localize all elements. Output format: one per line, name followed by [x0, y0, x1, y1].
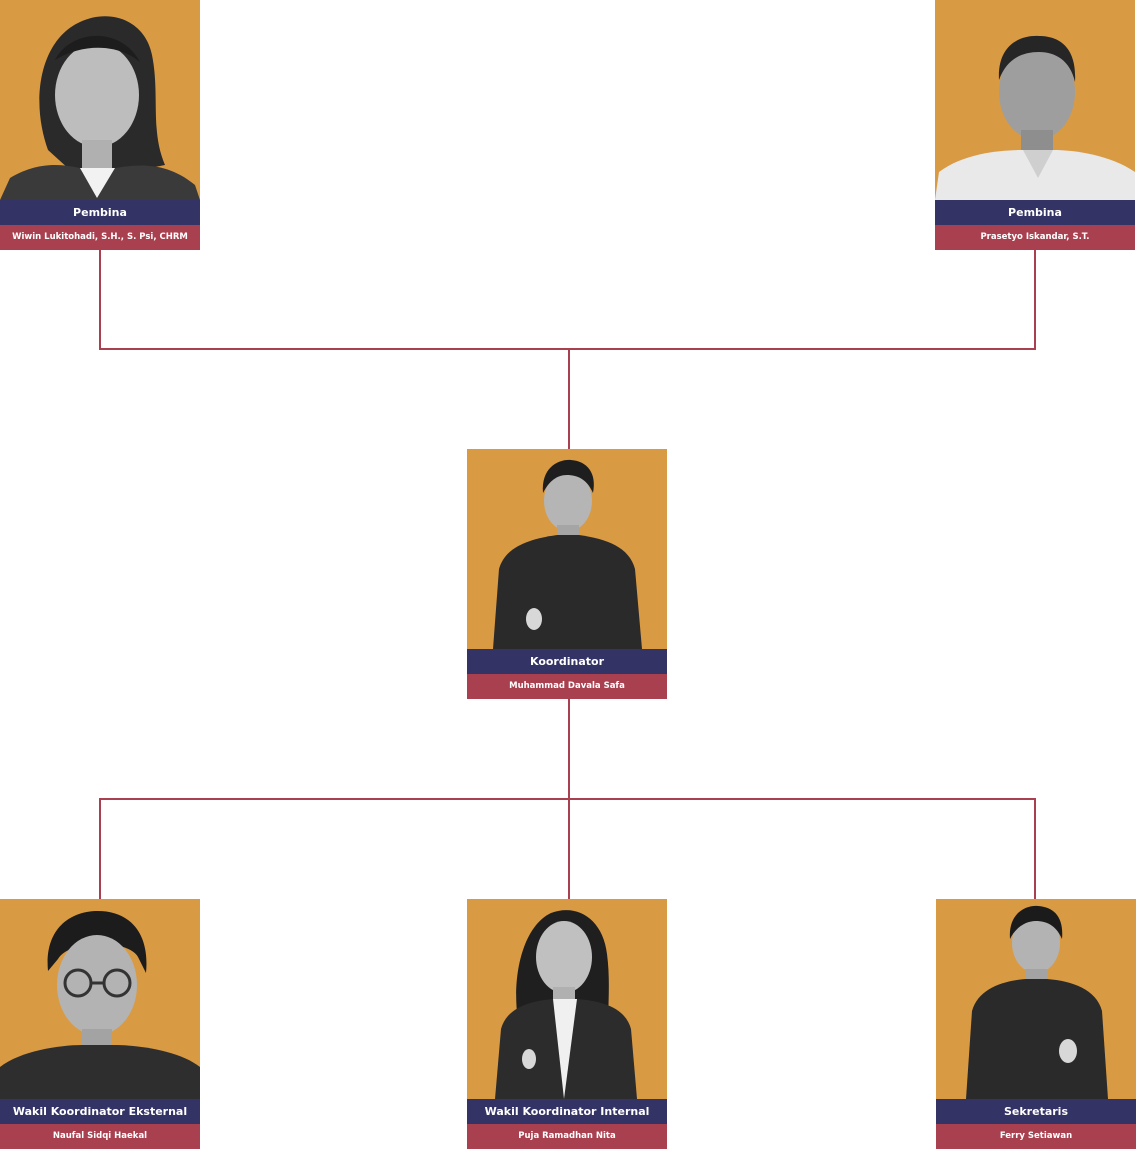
member-name: Puja Ramadhan Nita [467, 1124, 667, 1149]
member-name: Wiwin Lukitohadi, S.H., S. Psi, CHRM [0, 225, 200, 250]
member-photo [935, 0, 1135, 200]
member-name: Prasetyo Iskandar, S.T. [935, 225, 1135, 250]
member-role: Sekretaris [936, 1099, 1136, 1124]
member-photo [936, 899, 1136, 1099]
member-name: Naufal Sidqi Haekal [0, 1124, 200, 1149]
member-card-wakil-koordinator-eksternal: Wakil Koordinator Eksternal Naufal Sidqi… [0, 899, 200, 1149]
member-photo [467, 899, 667, 1099]
member-role: Pembina [935, 200, 1135, 225]
member-card-pembina-prasetyo: Pembina Prasetyo Iskandar, S.T. [935, 0, 1135, 250]
member-card-sekretaris: Sekretaris Ferry Setiawan [936, 899, 1136, 1149]
member-card-koordinator: Koordinator Muhammad Davala Safa [467, 449, 667, 699]
member-photo [0, 0, 200, 200]
member-card-wakil-koordinator-internal: Wakil Koordinator Internal Puja Ramadhan… [467, 899, 667, 1149]
member-card-pembina-wiwin: Pembina Wiwin Lukitohadi, S.H., S. Psi, … [0, 0, 200, 250]
member-name: Ferry Setiawan [936, 1124, 1136, 1149]
member-role: Wakil Koordinator Eksternal [0, 1099, 200, 1124]
member-photo [0, 899, 200, 1099]
member-role: Wakil Koordinator Internal [467, 1099, 667, 1124]
member-role: Pembina [0, 200, 200, 225]
member-photo [467, 449, 667, 649]
member-name: Muhammad Davala Safa [467, 674, 667, 699]
member-role: Koordinator [467, 649, 667, 674]
